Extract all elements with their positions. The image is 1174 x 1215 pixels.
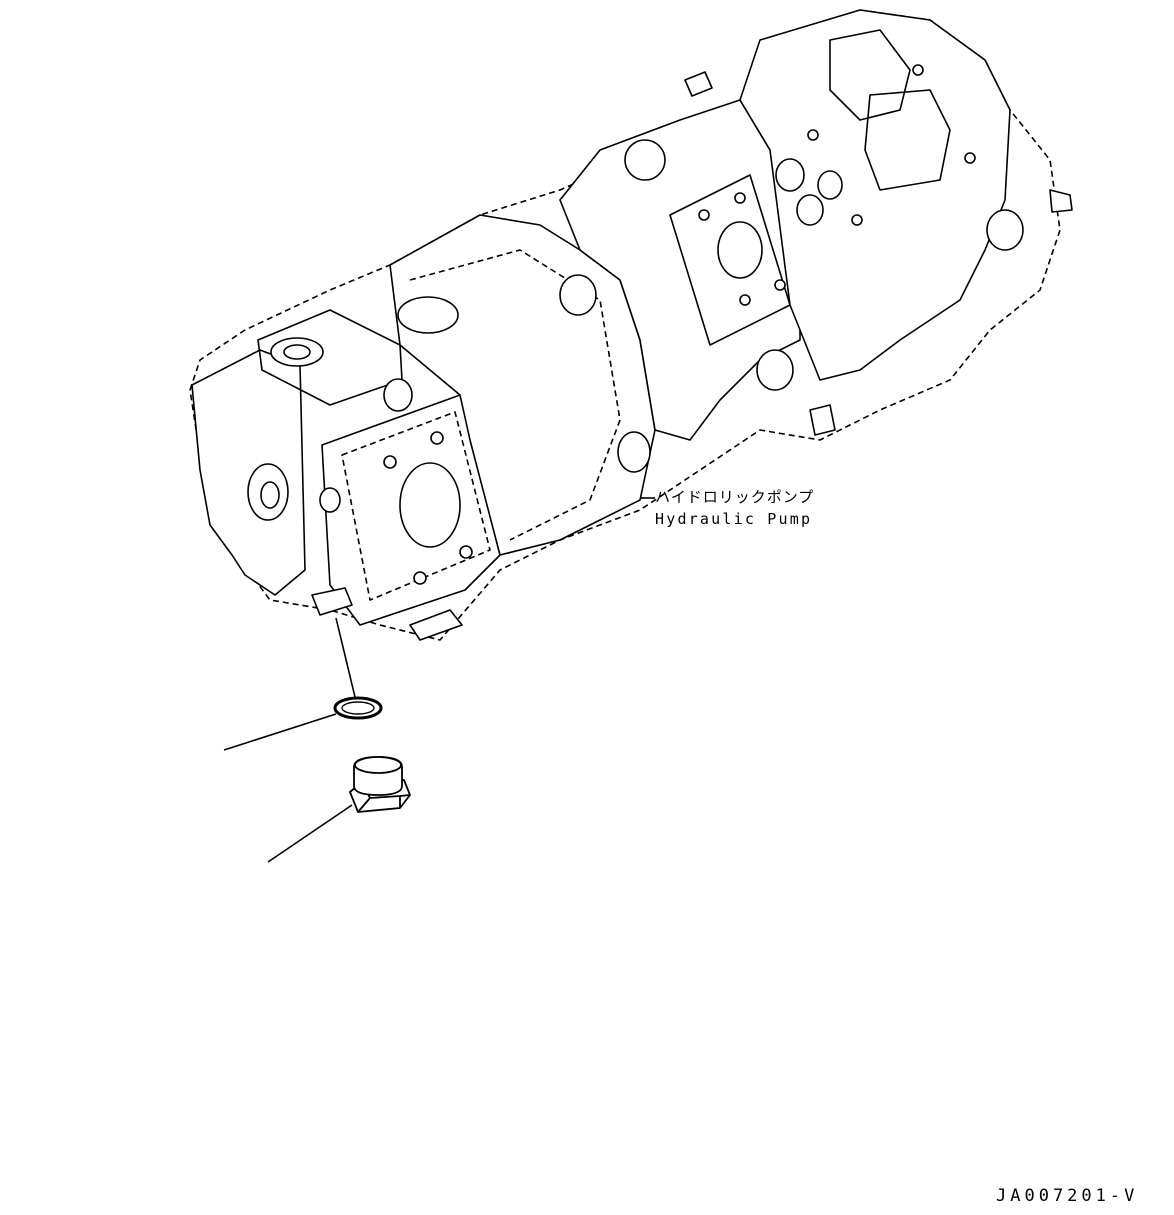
front-plate-hole-3 — [739, 294, 751, 306]
flange-plate-inner — [341, 411, 491, 601]
valve-screw-4 — [851, 214, 863, 226]
part-name-jp: ハイドロリックポンプ — [655, 488, 815, 506]
valve-screw-2 — [807, 129, 819, 141]
front-lower-fitting — [409, 609, 463, 641]
valve-end-stud — [1049, 189, 1073, 213]
bolt-hole-2 — [430, 431, 444, 445]
bolt-hole-1 — [383, 455, 397, 469]
valve-block-detail — [829, 29, 911, 121]
valve-end-bolt — [986, 209, 1024, 251]
oring-to-port-line — [335, 617, 356, 698]
oring-callout-line — [223, 713, 337, 751]
valve-screw-1 — [912, 64, 924, 76]
middle-port — [397, 296, 459, 334]
front-plate-hole-2 — [734, 192, 746, 204]
end-bolt-2 — [319, 487, 341, 513]
valve-spool-1 — [775, 158, 805, 192]
pump-housing-outline — [189, 9, 1061, 641]
flange-port — [399, 462, 461, 548]
hydraulic-pump-assembly — [189, 9, 1073, 641]
front-plate-hole-4 — [774, 279, 786, 291]
o-ring-inner — [341, 701, 375, 715]
front-bolt-bottom — [756, 349, 794, 391]
end-bolt-1 — [383, 378, 413, 412]
front-bolt-top — [624, 139, 666, 181]
o-ring-part — [333, 696, 383, 720]
valve-spool-3 — [817, 170, 843, 200]
valve-fitting — [684, 71, 713, 97]
bottom-fitting — [809, 404, 836, 436]
middle-bolt-bottom — [617, 431, 651, 473]
drain-boss — [311, 587, 353, 616]
pump-end-block — [191, 349, 306, 596]
rear-boss-inner — [260, 481, 280, 509]
valve-screw-3 — [964, 152, 976, 164]
plug-part — [349, 756, 411, 813]
middle-bolt-top — [559, 274, 597, 316]
valve-block-detail-2 — [864, 89, 951, 191]
front-plate-hole-1 — [698, 209, 710, 221]
drawing-code: JA007201-V — [996, 1186, 1139, 1206]
bolt-hole-3 — [413, 571, 427, 585]
middle-gear-outline — [409, 249, 621, 541]
front-plate-port — [717, 221, 763, 279]
bolt-hole-4 — [459, 545, 473, 559]
plug-callout-line — [267, 804, 353, 863]
control-valve-block — [739, 9, 1011, 381]
valve-spool-2 — [796, 194, 824, 226]
part-name-en: Hydraulic Pump — [655, 510, 813, 528]
end-port-inner — [283, 344, 311, 360]
plug-top — [354, 756, 402, 774]
leader-lines — [223, 497, 655, 863]
o-ring-outer — [333, 696, 383, 720]
